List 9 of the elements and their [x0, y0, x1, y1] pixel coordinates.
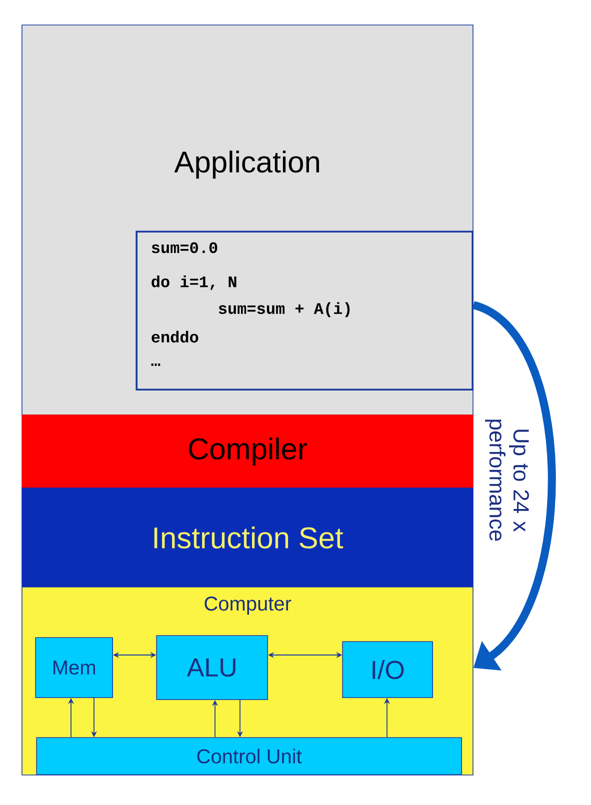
- instruction-set-layer: Instruction Set: [22, 488, 474, 588]
- compiler-layer: Compiler: [22, 414, 474, 488]
- code-box: sum=0.0 do i=1, N sum=sum + A(i) enddo …: [136, 230, 474, 390]
- edge-label: Up to 24 x performance: [485, 420, 529, 541]
- control-unit-box: Control Unit: [36, 737, 462, 775]
- arrow: [472, 301, 556, 671]
- alu-box: ALU: [156, 635, 268, 700]
- memory-box: Mem: [35, 637, 113, 698]
- io-box: I/O: [342, 641, 433, 698]
